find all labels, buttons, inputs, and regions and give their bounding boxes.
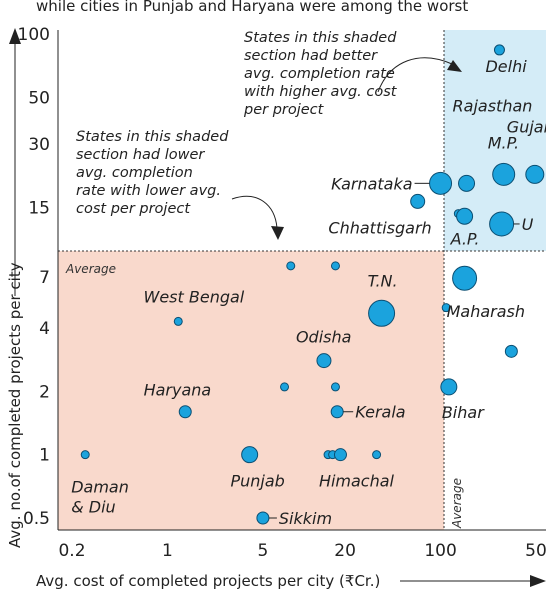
point-label: U <box>522 215 534 234</box>
annotation-high-cost: States in this shaded section had better… <box>243 30 401 118</box>
annotation-low-cost: States in this shaded section had lower … <box>76 129 233 217</box>
data-point <box>525 164 545 184</box>
data-point <box>330 405 344 419</box>
annotation-high-cost-arrow <box>377 57 453 93</box>
average-x-label: Average <box>450 478 464 529</box>
y-tick-label: 7 <box>39 268 50 288</box>
data-point <box>504 344 518 358</box>
x-tick-label: 5 <box>257 541 268 561</box>
annotation-low-cost-arrowhead <box>271 226 284 240</box>
point-label: Himachal <box>319 472 395 491</box>
average-y-label: Average <box>65 262 116 276</box>
point-label: Chhattisgarh <box>328 218 431 237</box>
x-tick-labels: 0.2 1 5 20 100 50 <box>58 541 546 561</box>
y-tick-label: 0.5 <box>23 509 50 529</box>
x-tick-label: 50 <box>525 541 546 561</box>
data-point <box>333 448 347 462</box>
point-label: Karnataka <box>331 174 412 193</box>
y-tick-label: 4 <box>39 319 50 339</box>
point-label: A.P. <box>450 229 480 248</box>
data-point <box>286 261 296 271</box>
x-tick-label: 1 <box>162 541 173 561</box>
annotation-high-cost-arrowhead <box>447 60 462 72</box>
data-point <box>492 162 516 186</box>
y-tick-label: 50 <box>28 88 50 108</box>
y-tick-label: 15 <box>28 198 50 218</box>
y-axis-title: Avg. no.of completed projects per city <box>6 262 24 548</box>
data-point <box>316 353 332 369</box>
data-point <box>173 316 183 326</box>
point-label: T.N. <box>368 271 398 290</box>
y-tick-labels: 0.5 1 2 4 7 15 30 50 100 <box>18 25 50 529</box>
point-label: Kerala <box>355 403 405 422</box>
point-label: Rajasthan <box>453 96 533 115</box>
point-label: Maharash <box>447 302 525 321</box>
data-point <box>410 193 426 209</box>
point-label: Delhi <box>485 57 527 76</box>
low-cost-low-completion-region <box>58 251 444 530</box>
point-label: Gujar <box>507 117 546 136</box>
y-tick-label: 100 <box>18 25 50 45</box>
point-label: Bihar <box>442 403 485 422</box>
point-label: Daman& Diu <box>71 478 129 517</box>
point-label: Punjab <box>230 472 284 491</box>
y-tick-label: 2 <box>39 382 50 402</box>
x-tick-label: 0.2 <box>58 541 85 561</box>
data-point <box>280 382 290 392</box>
data-point <box>178 405 192 419</box>
point-label: West Bengal <box>144 287 245 306</box>
point-label: Sikkim <box>279 509 332 528</box>
data-point <box>368 299 396 327</box>
data-point <box>458 174 476 192</box>
y-tick-label: 1 <box>39 446 50 466</box>
y-axis-arrowhead <box>9 28 21 44</box>
data-point <box>256 511 270 525</box>
data-point <box>241 446 259 464</box>
data-point <box>452 265 478 291</box>
point-label: M.P. <box>488 133 519 152</box>
data-point <box>493 44 505 56</box>
point-label: Haryana <box>144 381 212 400</box>
data-point <box>330 261 340 271</box>
data-point <box>441 303 451 313</box>
data-point <box>456 207 474 225</box>
x-axis-arrowhead <box>530 575 546 587</box>
data-point <box>429 171 453 195</box>
data-point <box>372 450 382 460</box>
chart-subtitle: while cities in Punjab and Haryana were … <box>36 0 468 15</box>
x-tick-label: 20 <box>334 541 356 561</box>
annotation-low-cost-arrow <box>231 195 278 229</box>
data-point <box>330 382 340 392</box>
y-tick-label: 30 <box>28 135 50 155</box>
x-tick-label: 100 <box>424 541 456 561</box>
data-point <box>80 450 90 460</box>
data-point <box>440 378 458 396</box>
data-point <box>489 211 515 237</box>
x-axis-title: Avg. cost of completed projects per city… <box>36 572 380 590</box>
point-label: Odisha <box>296 328 351 347</box>
